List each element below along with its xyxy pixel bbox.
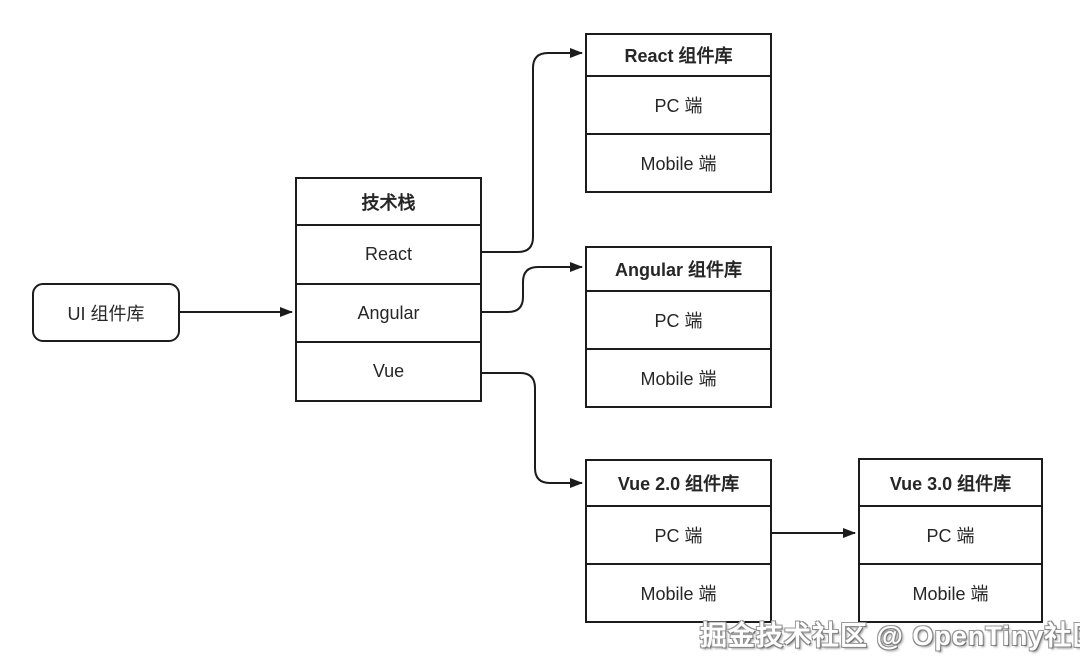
vue2-lib-row-mobile: Mobile 端: [587, 563, 770, 621]
tech-stack-row-angular: Angular: [297, 282, 480, 342]
node-react-lib: React 组件库 PC 端 Mobile 端: [585, 33, 772, 193]
node-angular-lib: Angular 组件库 PC 端 Mobile 端: [585, 246, 772, 408]
angular-lib-row-mobile: Mobile 端: [587, 348, 770, 406]
node-ui-library-label: UI 组件库: [67, 303, 145, 324]
node-ui-library: UI 组件库: [32, 283, 180, 342]
tech-stack-title: 技术栈: [361, 192, 416, 213]
watermark-text: 掘金技术社区 @ OpenTiny社区: [700, 621, 1080, 651]
vue2-lib-row-pc: PC 端: [587, 505, 770, 563]
vue3-lib-row-pc: PC 端: [860, 505, 1041, 563]
vue3-lib-row-mobile: Mobile 端: [860, 563, 1041, 621]
connector-angular-to-angularlib: [482, 262, 583, 313]
react-lib-row-mobile: Mobile 端: [587, 133, 770, 191]
node-vue2-lib: Vue 2.0 组件库 PC 端 Mobile 端: [585, 459, 772, 623]
node-tech-stack: 技术栈 React Angular Vue: [295, 177, 482, 402]
vue3-lib-title: Vue 3.0 组件库: [889, 473, 1012, 494]
vue2-lib-title: Vue 2.0 组件库: [617, 474, 740, 494]
angular-lib-title: Angular 组件库: [614, 260, 742, 280]
node-vue3-lib: Vue 3.0 组件库 PC 端 Mobile 端: [858, 458, 1043, 623]
angular-lib-row-pc: PC 端: [587, 290, 770, 348]
tech-stack-row-react: React: [297, 224, 480, 283]
tech-stack-row-vue: Vue: [297, 341, 480, 400]
react-lib-row-pc: PC 端: [587, 75, 770, 133]
connector-react-to-reactlib: [482, 48, 583, 253]
connector-vue-to-vue2lib: [482, 372, 583, 488]
react-lib-title: React 组件库: [624, 46, 733, 66]
